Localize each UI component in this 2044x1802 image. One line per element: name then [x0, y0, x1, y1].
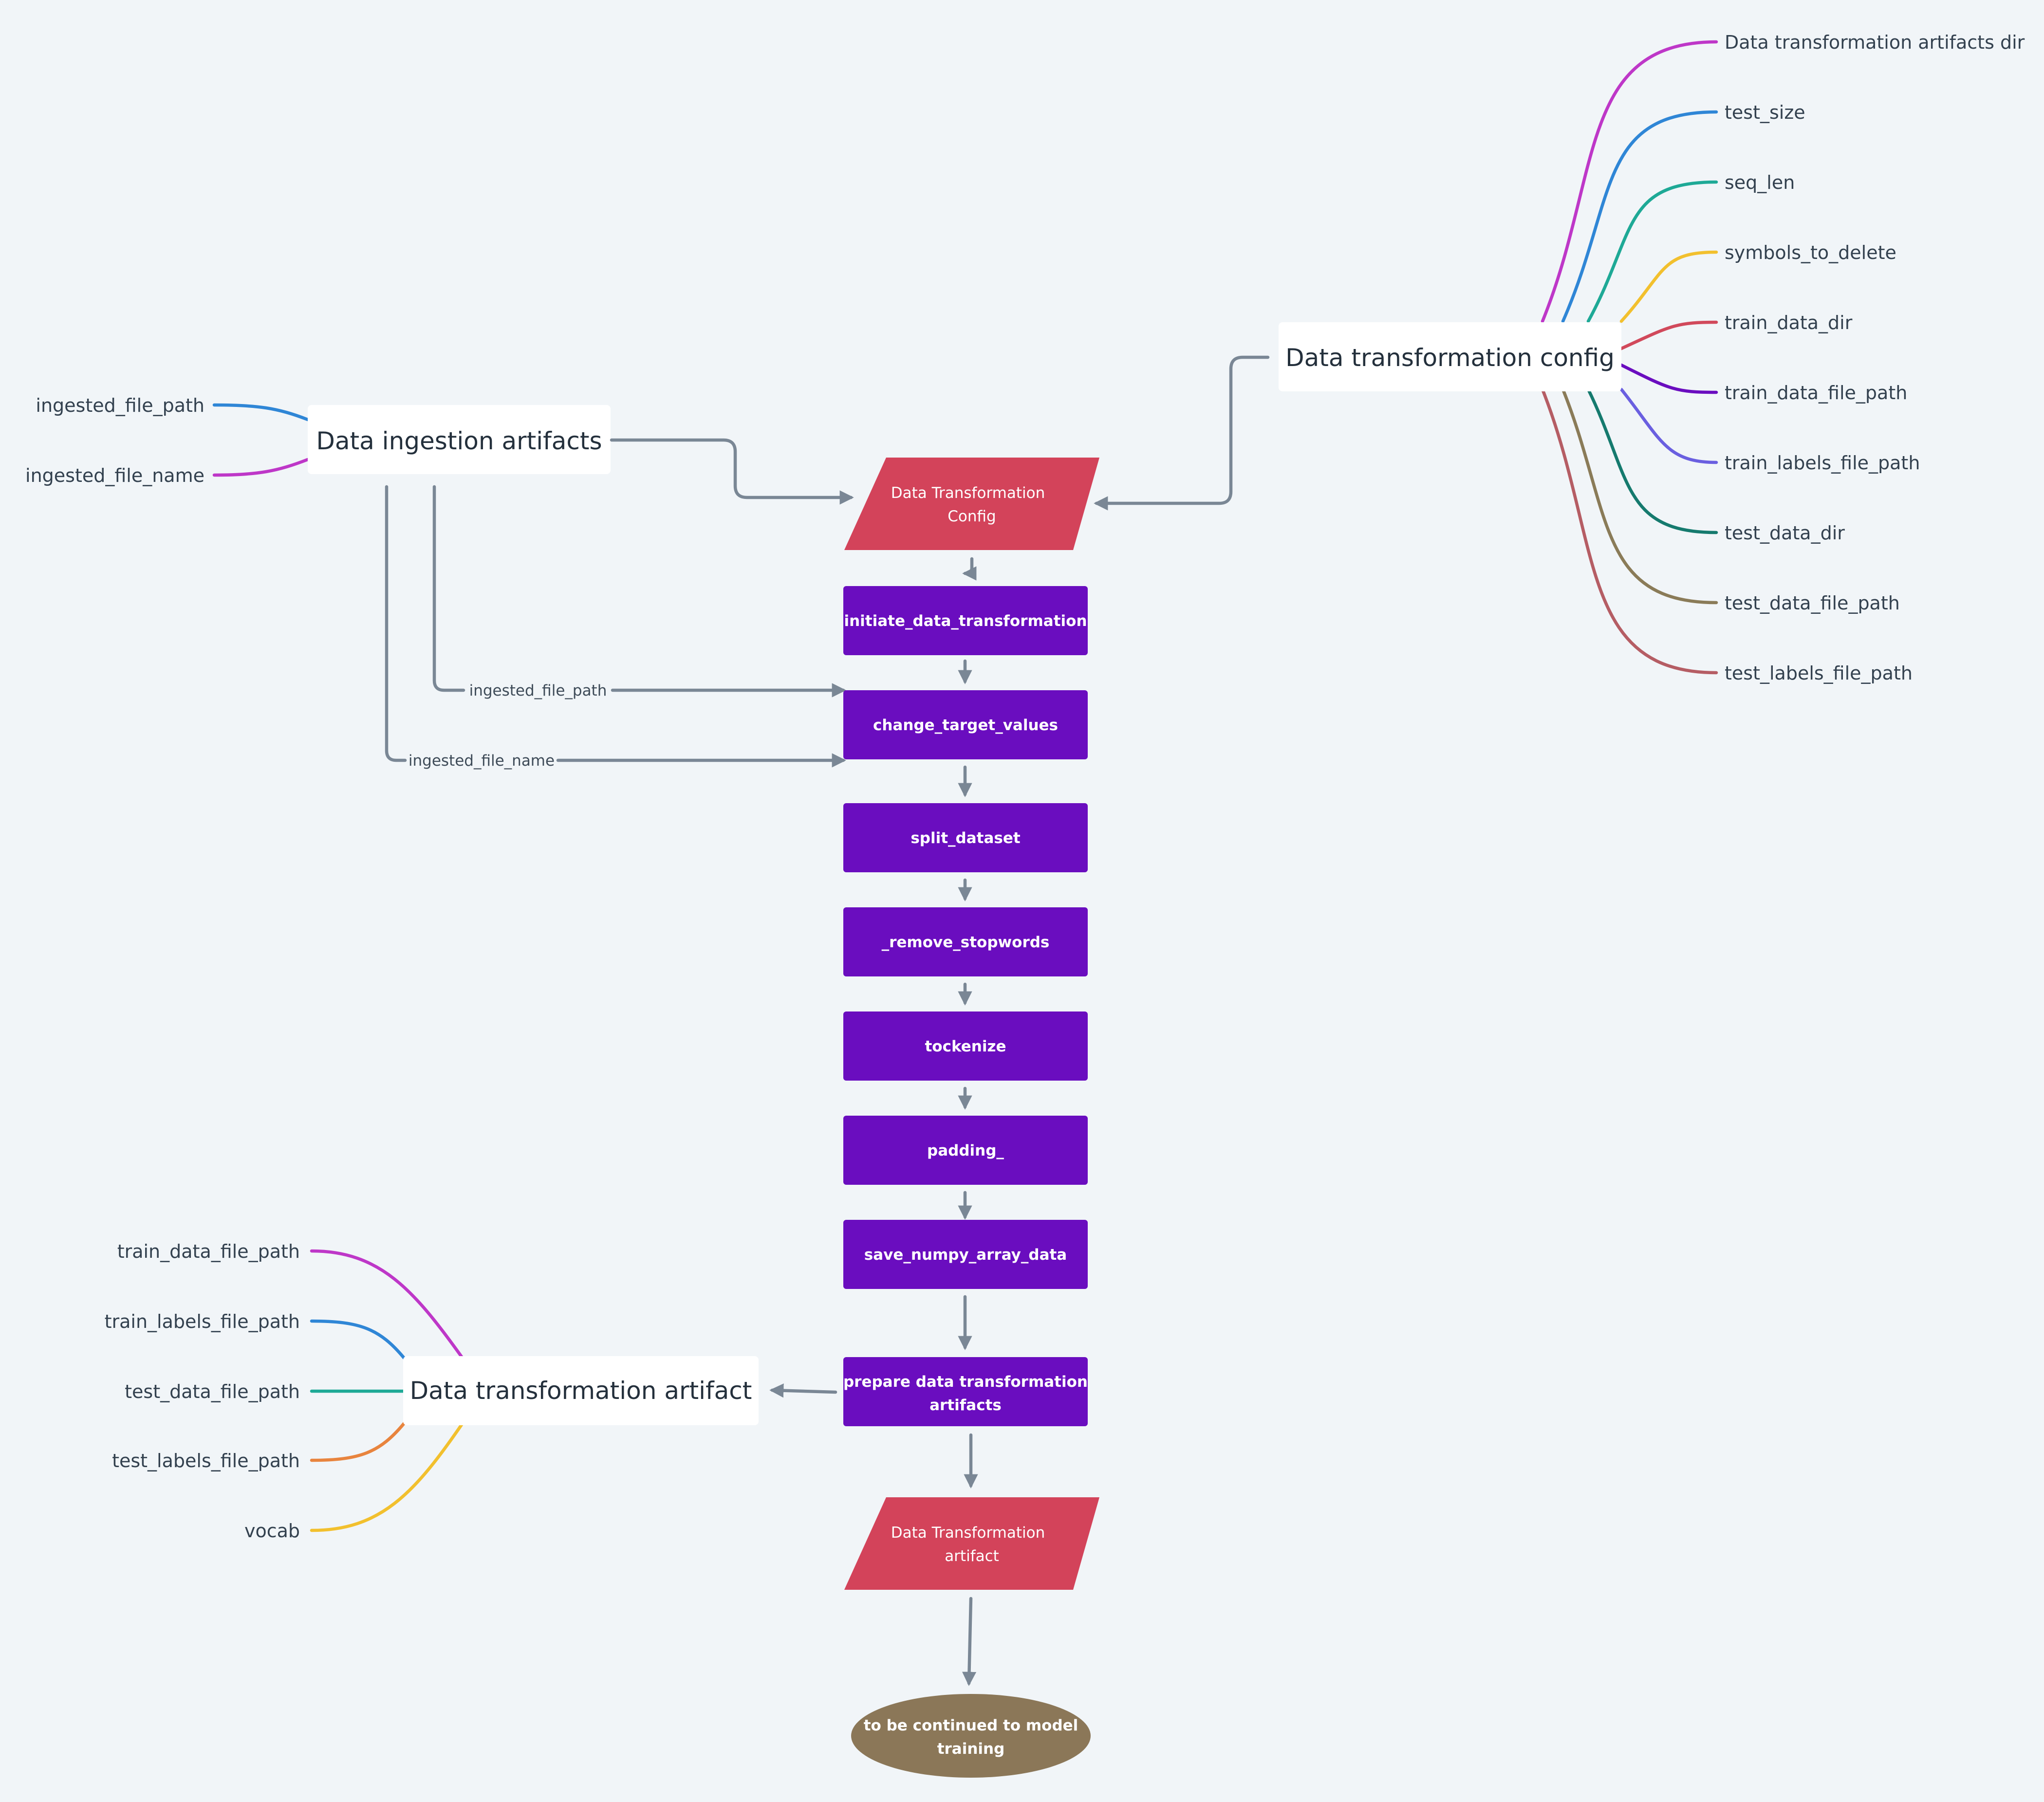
config-item-seq-len: seq_len: [1725, 172, 1795, 193]
end-label-line2: training: [937, 1740, 1005, 1758]
config-branch-line: [1561, 110, 1718, 323]
step-label: tockenize: [925, 1038, 1006, 1055]
artifact-item-train-labels-file-path: train_labels_file_path: [105, 1311, 300, 1332]
step-split-dataset: [843, 803, 1088, 872]
config-item-test-size: test_size: [1725, 102, 1805, 123]
end-ellipse: [851, 1694, 1091, 1778]
step-label: _remove_stopwords: [882, 934, 1050, 951]
artifact-item-test-labels-file-path: test_labels_file_path: [112, 1450, 300, 1471]
step-remove-stopwords: [843, 907, 1088, 976]
step-padding: [843, 1116, 1088, 1185]
ingestion-branch-line: [212, 403, 310, 422]
config-item-train-data-dir: train_data_dir: [1725, 312, 1853, 333]
ingestion-item-ingested-file-name: ingested_file_name: [25, 465, 204, 486]
step-label: padding_: [927, 1142, 1004, 1159]
config-topic-box: [1279, 322, 1621, 391]
config-branch-line: [1619, 387, 1718, 464]
config-branch-line: [1619, 363, 1718, 394]
step-prepare-label-line2: artifacts: [929, 1397, 1002, 1414]
artifact-branch-line: [310, 1319, 406, 1360]
config-item-train-data-file-path: train_data_file_path: [1725, 382, 1907, 404]
ingestion-branches: [212, 403, 310, 477]
artifact-item-vocab: vocab: [244, 1520, 300, 1542]
artifact-branch-line: [310, 1249, 465, 1360]
artifact-topic-title: Data transformation artifact: [410, 1377, 752, 1405]
artifact-output-label-line2: artifact: [945, 1547, 999, 1565]
step-label: save_numpy_array_data: [864, 1246, 1067, 1264]
artifact-item-test-data-file-path: test_data_file_path: [125, 1381, 300, 1402]
artifact-item-train-data-file-path: train_data_file_path: [117, 1241, 300, 1262]
config-branches: [1541, 40, 1718, 675]
connectors: [385, 355, 1270, 1686]
config-input-label-line2: Config: [948, 508, 996, 525]
config-input-label-line1: Data Transformation: [891, 484, 1045, 502]
config-item-test-data-file-path: test_data_file_path: [1725, 592, 1900, 614]
artifact-branch-line: [310, 1421, 406, 1462]
config-topic-title: Data transformation config: [1285, 344, 1615, 372]
artifact-branches: [310, 1249, 465, 1532]
ingestion-topic-title: Data ingestion artifacts: [316, 427, 602, 455]
artifact-output-label-line1: Data Transformation: [891, 1524, 1045, 1542]
ingestion-branch-line: [212, 458, 310, 477]
artifact-branch-line: [310, 1421, 465, 1532]
ingestion-item-ingested-file-path: ingested_file_path: [36, 395, 204, 416]
step-prepare-artifacts: [843, 1357, 1088, 1426]
step-initiate-data-transformation: [843, 586, 1088, 655]
step-change-target-values: [843, 690, 1088, 759]
config-item-artifacts-dir: Data transformation artifacts dir: [1725, 32, 2025, 53]
config-branch-line: [1619, 250, 1718, 323]
config-branch-line: [1586, 180, 1718, 323]
config-branch-line: [1561, 387, 1718, 605]
step-label: split_dataset: [911, 829, 1021, 847]
artifact-output-shape: [844, 1497, 1099, 1590]
config-branch-line: [1541, 387, 1718, 675]
step-label: initiate_data_transformation: [844, 612, 1087, 630]
edge-label-ingested-file-name: ingested_file_name: [409, 752, 555, 770]
end-label-line1: to be continued to model: [864, 1717, 1078, 1734]
config-branch-line: [1586, 387, 1718, 534]
artifact-topic-box: [403, 1356, 759, 1425]
step-tockenize: [843, 1011, 1088, 1081]
step-prepare-label-line1: prepare data transformation: [843, 1373, 1088, 1391]
config-item-train-labels-file-path: train_labels_file_path: [1725, 452, 1920, 474]
config-item-symbols-to-delete: symbols_to_delete: [1725, 242, 1896, 263]
config-item-test-data-dir: test_data_dir: [1725, 522, 1845, 544]
ingestion-topic-box: [308, 405, 611, 474]
config-branch-line: [1619, 320, 1718, 350]
config-item-test-labels-file-path: test_labels_file_path: [1725, 662, 1913, 684]
edge-label-ingested-file-path: ingested_file_path: [469, 682, 607, 699]
config-branch-line: [1541, 40, 1718, 323]
step-save-numpy-array-data: [843, 1220, 1088, 1289]
step-label: change_target_values: [873, 717, 1058, 734]
config-input-shape: [844, 458, 1099, 550]
